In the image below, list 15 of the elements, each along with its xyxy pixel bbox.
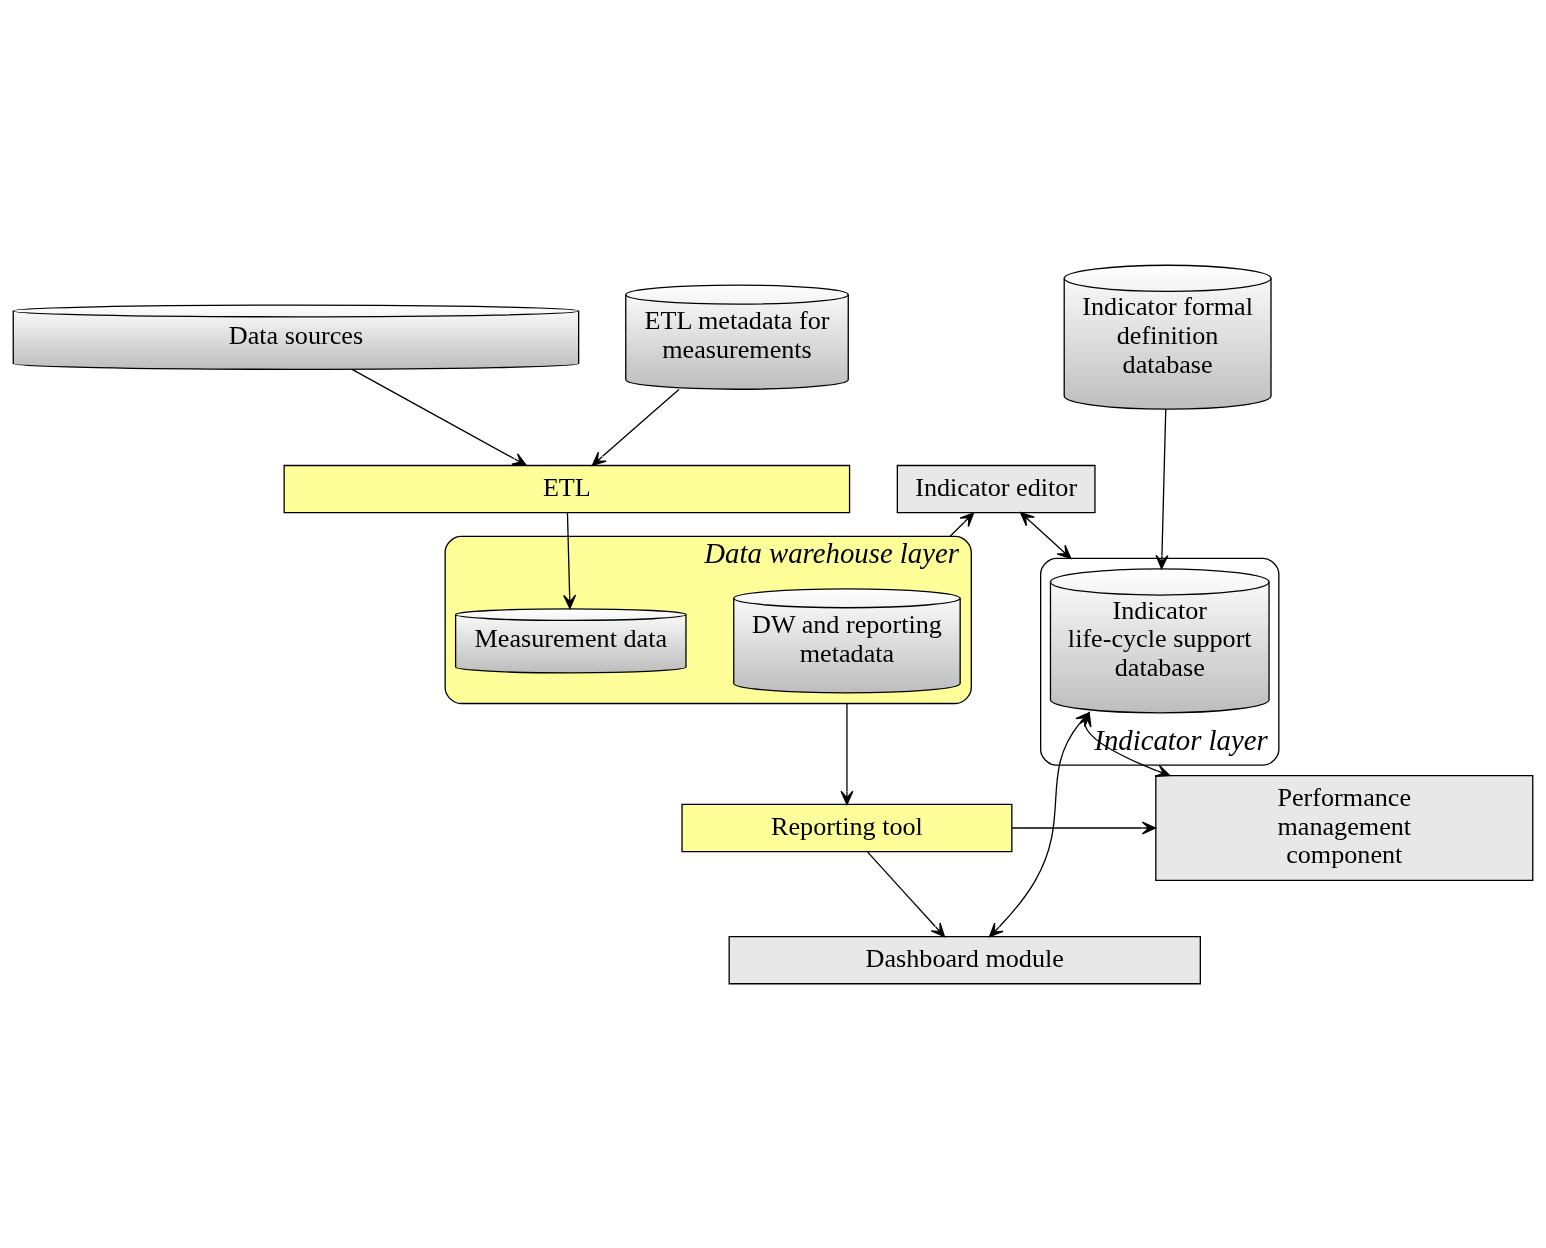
arrow: [1155, 408, 1169, 569]
node-box: Performance management component: [1155, 774, 1534, 881]
arrow: [1079, 711, 1171, 777]
arrow: [866, 850, 946, 937]
node-box: Dashboard module: [728, 935, 1201, 984]
arrow: [840, 702, 854, 805]
node-box: Reporting tool: [681, 803, 1013, 852]
arrow: [1011, 820, 1157, 835]
node-box: Indicator editor: [896, 464, 1096, 513]
arrow: [351, 368, 527, 466]
node-box: ETL: [283, 464, 851, 513]
arrow: [563, 511, 577, 609]
arrow: [591, 388, 680, 466]
arrow: [1020, 511, 1072, 559]
arrow: [949, 511, 975, 537]
